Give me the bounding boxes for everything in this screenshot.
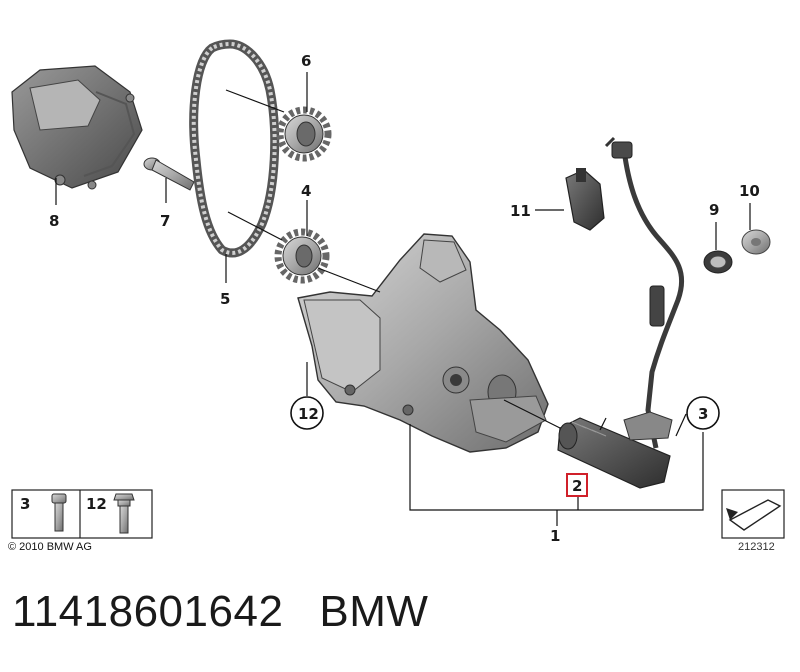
part-number: 11418601642 [12,587,284,636]
callout-2-highlight: 2 [566,473,588,497]
highlight-box [566,473,588,497]
wiring-harness-part [604,136,685,449]
lower-sprocket-part [274,228,330,284]
diagram-code: 212312 [738,541,775,553]
part-number-footer: 11418601642 BMW [12,587,428,637]
callout-10: 10 [739,182,760,200]
callout-4: 4 [301,182,311,200]
callout-7: 7 [160,212,170,230]
washer-part [741,229,771,255]
legend-bolt-3-icon [51,493,67,532]
fastener-legend-box: 3 12 [11,489,153,539]
callout-3-circle: 3 [686,396,720,430]
callout-12: 12 [298,405,319,423]
chain-cover-part [11,65,143,190]
sensor-clip-part [565,168,605,231]
callout-11: 11 [510,202,531,220]
callout-5: 5 [220,290,230,308]
copyright-text: © 2010 BMW AG [8,541,92,553]
upper-sprocket-part [276,106,332,162]
callout-9: 9 [709,201,719,219]
legend-bolt-12-icon [113,493,135,534]
callout-2: 2 [572,477,582,495]
callout-12-circle: 12 [290,396,324,430]
legend-item-12: 12 [86,495,107,513]
control-valve-part [557,417,671,489]
seal-ring-part [703,250,733,274]
callout-1: 1 [550,527,560,545]
leader-lines [55,72,751,526]
oil-pump-body [297,233,549,453]
callout-3: 3 [698,405,708,423]
orientation-icon [721,489,785,539]
callout-6: 6 [301,52,311,70]
brand-name: BMW [319,587,429,636]
legend-item-3: 3 [20,495,30,513]
bolt-part [143,157,195,191]
timing-chain-part [189,39,280,258]
callout-8: 8 [49,212,59,230]
